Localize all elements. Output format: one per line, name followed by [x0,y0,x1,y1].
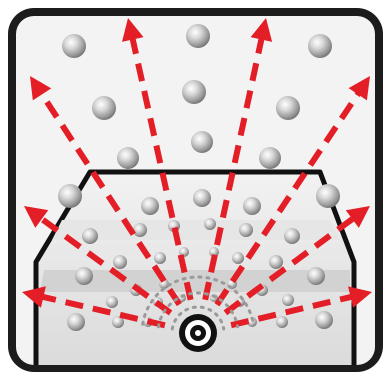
particle-ball [243,197,261,215]
particle-ball [75,267,93,285]
particle-ball [284,228,300,244]
particle-ball [315,311,333,329]
particle-ball [193,189,211,207]
particle-ball [232,252,244,264]
particle-ball [186,24,210,48]
particle-ball [117,147,139,169]
particle-ball [154,252,166,264]
particle-ball [308,34,332,58]
particle-ball [67,313,85,331]
particle-ball [282,294,294,306]
particle-ball [62,34,86,58]
particle-ball [276,316,288,328]
particle-ball [92,96,116,120]
particle-ball [276,96,300,120]
target-icon [179,314,217,352]
particle-ball [239,223,253,237]
particle-ball [182,80,206,104]
particle-ball [307,267,325,285]
particle-ball [82,228,98,244]
particle-ball [259,147,281,169]
particle-ball [191,131,213,153]
particle-ball [269,255,283,269]
particle-ball [133,223,147,237]
particle-ball [316,184,340,208]
particle-ball [204,218,216,230]
particle-ball [141,197,159,215]
particle-ball [113,255,127,269]
particle-ball [106,296,118,308]
particle-ball [58,184,82,208]
